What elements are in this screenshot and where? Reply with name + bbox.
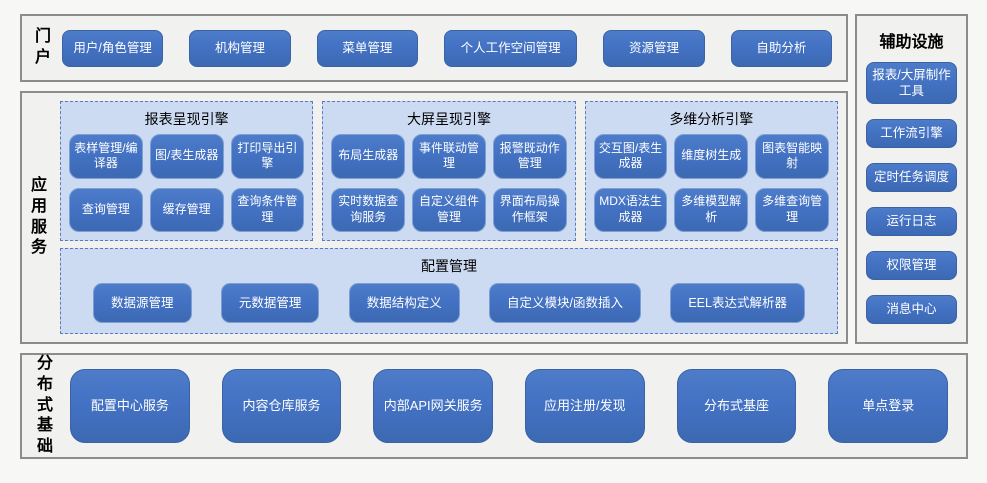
portal-section-label: 门户 bbox=[34, 28, 51, 66]
dist-button-content-repo-service[interactable]: 内容仓库服务 bbox=[221, 369, 342, 443]
engine-button-smart-chart-mapping[interactable]: 图表智能映射 bbox=[755, 134, 829, 179]
portal-button-menu-mgmt[interactable]: 菜单管理 bbox=[316, 29, 419, 67]
portal-button-workspace-mgmt[interactable]: 个人工作空间管理 bbox=[444, 29, 578, 67]
portal-buttons: 用户/角色管理 机构管理 菜单管理 个人工作空间管理 资源管理 自助分析 bbox=[62, 29, 833, 67]
portal-button-user-role-mgmt[interactable]: 用户/角色管理 bbox=[62, 29, 164, 67]
engine-panel-buttons: 表样管理/编译器 图/表生成器 打印导出引擎 查询管理 缓存管理 查询条件管理 bbox=[69, 134, 305, 232]
distributed-section-label: 分布式基础 bbox=[36, 355, 53, 456]
dist-button-app-register-discovery[interactable]: 应用注册/发现 bbox=[525, 369, 645, 443]
engine-panel-olap-analysis: 多维分析引擎 交互图/表生成器 维度树生成 图表智能映射 MDX语法生成器 多维… bbox=[584, 101, 838, 241]
engine-button-mdx-syntax-generator[interactable]: MDX语法生成器 bbox=[593, 187, 668, 232]
aux-button-task-scheduler[interactable]: 定时任务调度 bbox=[866, 163, 957, 192]
portal-button-self-analysis[interactable]: 自助分析 bbox=[730, 29, 833, 67]
engine-button-layout-generator[interactable]: 布局生成器 bbox=[331, 134, 406, 179]
dist-button-config-center-service[interactable]: 配置中心服务 bbox=[70, 369, 190, 443]
engine-panel-buttons: 布局生成器 事件联动管理 报警既动作管理 实时数据查询服务 自定义组件管理 界面… bbox=[331, 134, 567, 232]
portal-button-resource-mgmt[interactable]: 资源管理 bbox=[603, 29, 705, 67]
engine-button-print-export-engine[interactable]: 打印导出引擎 bbox=[230, 134, 305, 179]
config-button-datasource-mgmt[interactable]: 数据源管理 bbox=[93, 283, 192, 323]
engine-button-interactive-chart-generator[interactable]: 交互图/表生成器 bbox=[593, 134, 668, 179]
engine-button-dimension-tree-generator[interactable]: 维度树生成 bbox=[674, 134, 749, 179]
app-services-section: 应用服务 报表呈现引擎 表样管理/编译器 图/表生成器 打印导出引擎 查询管理 … bbox=[20, 91, 848, 344]
aux-button-message-center[interactable]: 消息中心 bbox=[866, 295, 957, 324]
engine-button-event-linkage-mgmt[interactable]: 事件联动管理 bbox=[412, 134, 486, 179]
config-button-custom-module-function[interactable]: 自定义模块/函数插入 bbox=[489, 283, 642, 323]
aux-button-permission-mgmt[interactable]: 权限管理 bbox=[866, 251, 957, 280]
engine-button-chart-table-generator[interactable]: 图/表生成器 bbox=[149, 134, 224, 179]
portal-section: 门户 用户/角色管理 机构管理 菜单管理 个人工作空间管理 资源管理 自助分析 bbox=[20, 14, 848, 82]
portal-button-org-mgmt[interactable]: 机构管理 bbox=[189, 29, 291, 67]
aux-button-run-log[interactable]: 运行日志 bbox=[866, 207, 957, 236]
engine-panel-report-rendering: 报表呈现引擎 表样管理/编译器 图/表生成器 打印导出引擎 查询管理 缓存管理 … bbox=[60, 101, 314, 241]
dist-button-single-sign-on[interactable]: 单点登录 bbox=[828, 369, 949, 443]
distributed-buttons: 配置中心服务 内容仓库服务 内部API网关服务 应用注册/发现 分布式基座 单点… bbox=[64, 369, 949, 443]
config-button-eel-expression-parser[interactable]: EEL表达式解析器 bbox=[670, 283, 805, 323]
config-button-data-structure-def[interactable]: 数据结构定义 bbox=[348, 283, 460, 323]
engine-button-template-compiler[interactable]: 表样管理/编译器 bbox=[69, 134, 143, 179]
aux-button-report-screen-tool[interactable]: 报表/大屏制作工具 bbox=[866, 62, 957, 104]
auxiliary-buttons: 报表/大屏制作工具 工作流引擎 定时任务调度 运行日志 权限管理 消息中心 bbox=[866, 62, 957, 334]
engine-button-multidim-model-parser[interactable]: 多维模型解析 bbox=[674, 187, 749, 232]
engine-button-query-mgmt[interactable]: 查询管理 bbox=[69, 187, 143, 232]
engine-panel-buttons: 交互图/表生成器 维度树生成 图表智能映射 MDX语法生成器 多维模型解析 多维… bbox=[593, 134, 829, 232]
config-panel-buttons: 数据源管理 元数据管理 数据结构定义 自定义模块/函数插入 EEL表达式解析器 bbox=[69, 281, 829, 325]
engine-button-realtime-data-query[interactable]: 实时数据查询服务 bbox=[331, 187, 406, 232]
engine-panel-title: 大屏呈现引擎 bbox=[406, 111, 491, 127]
engine-panels: 报表呈现引擎 表样管理/编译器 图/表生成器 打印导出引擎 查询管理 缓存管理 … bbox=[60, 101, 838, 241]
auxiliary-section-title: 辅助设施 bbox=[879, 34, 944, 51]
auxiliary-section: 辅助设施 报表/大屏制作工具 工作流引擎 定时任务调度 运行日志 权限管理 消息… bbox=[855, 14, 968, 344]
diagram-grid: 门户 用户/角色管理 机构管理 菜单管理 个人工作空间管理 资源管理 自助分析 … bbox=[20, 14, 968, 459]
engine-button-query-condition-mgmt[interactable]: 查询条件管理 bbox=[230, 187, 305, 232]
distributed-foundation-section: 分布式基础 配置中心服务 内容仓库服务 内部API网关服务 应用注册/发现 分布… bbox=[20, 353, 968, 459]
config-mgmt-panel: 配置管理 数据源管理 元数据管理 数据结构定义 自定义模块/函数插入 EEL表达… bbox=[60, 248, 838, 334]
config-button-metadata-mgmt[interactable]: 元数据管理 bbox=[220, 283, 320, 323]
engine-button-multidim-query-mgmt[interactable]: 多维查询管理 bbox=[755, 187, 829, 232]
engine-panel-title: 报表呈现引擎 bbox=[144, 111, 229, 127]
aux-button-workflow-engine[interactable]: 工作流引擎 bbox=[866, 119, 957, 148]
engine-button-cache-mgmt[interactable]: 缓存管理 bbox=[149, 187, 224, 232]
dist-button-distributed-base[interactable]: 分布式基座 bbox=[676, 369, 797, 443]
engine-button-custom-component-mgmt[interactable]: 自定义组件管理 bbox=[412, 187, 486, 232]
engine-button-ui-layout-framework[interactable]: 界面布局操作框架 bbox=[492, 187, 567, 232]
engine-panel-screen-rendering: 大屏呈现引擎 布局生成器 事件联动管理 报警既动作管理 实时数据查询服务 自定义… bbox=[322, 101, 576, 241]
dist-button-internal-api-gateway[interactable]: 内部API网关服务 bbox=[373, 369, 494, 443]
engine-button-alarm-action-mgmt[interactable]: 报警既动作管理 bbox=[492, 134, 567, 179]
config-panel-title: 配置管理 bbox=[421, 258, 477, 274]
app-services-section-label: 应用服务 bbox=[30, 176, 47, 257]
engine-panel-title: 多维分析引擎 bbox=[669, 111, 754, 127]
app-services-content: 报表呈现引擎 表样管理/编译器 图/表生成器 打印导出引擎 查询管理 缓存管理 … bbox=[58, 99, 840, 336]
